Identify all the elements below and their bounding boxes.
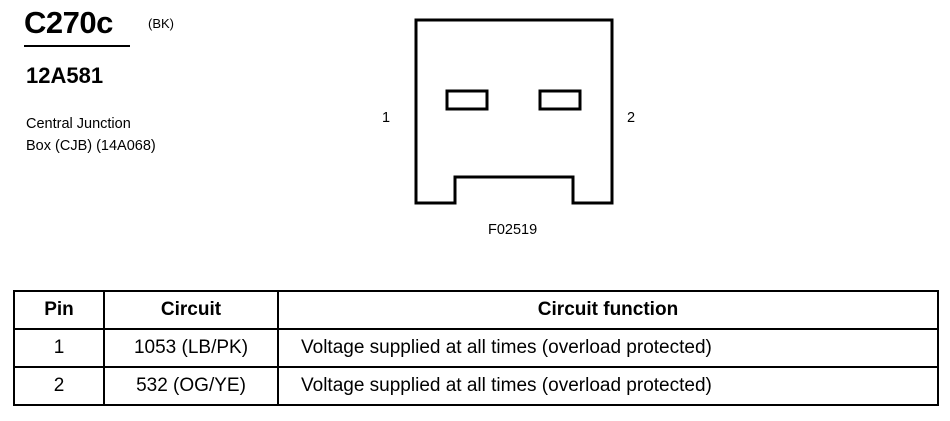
pin-label-1: 1 [382, 110, 391, 126]
header-pin: Pin [13, 290, 105, 330]
location-line-1: Central Junction [26, 116, 131, 132]
header-circuit: Circuit [103, 290, 279, 330]
table-row: 1 1053 (LB/PK) Voltage supplied at all t… [13, 328, 939, 368]
connector-location: Central Junction Box (CJB) (14A068) [26, 113, 156, 157]
connector-housing-outline [414, 18, 614, 205]
connector-id-underline [24, 45, 130, 47]
cell-pin: 2 [13, 366, 105, 406]
pinout-table: Pin Circuit Circuit function 1 1053 (LB/… [13, 290, 939, 406]
cell-circuit-function: Voltage supplied at all times (overload … [277, 328, 939, 368]
table-header-row: Pin Circuit Circuit function [13, 290, 939, 330]
connector-face-diagram [414, 18, 614, 205]
cell-pin: 1 [13, 328, 105, 368]
part-number: 12A581 [26, 63, 104, 88]
header-circuit-function: Circuit function [277, 290, 939, 330]
pin-label-2: 2 [627, 110, 636, 126]
cell-circuit: 1053 (LB/PK) [103, 328, 279, 368]
cell-circuit-function: Voltage supplied at all times (overload … [277, 366, 939, 406]
location-line-2: Box (CJB) (14A068) [26, 138, 156, 154]
terminal-cavity-2 [538, 89, 582, 111]
table-row: 2 532 (OG/YE) Voltage supplied at all ti… [13, 366, 939, 406]
cell-circuit: 532 (OG/YE) [103, 366, 279, 406]
figure-code: F02519 [488, 222, 538, 238]
connector-color-code: (BK) [148, 16, 174, 31]
connector-id: C270c [24, 5, 113, 40]
terminal-cavity-1 [445, 89, 489, 111]
